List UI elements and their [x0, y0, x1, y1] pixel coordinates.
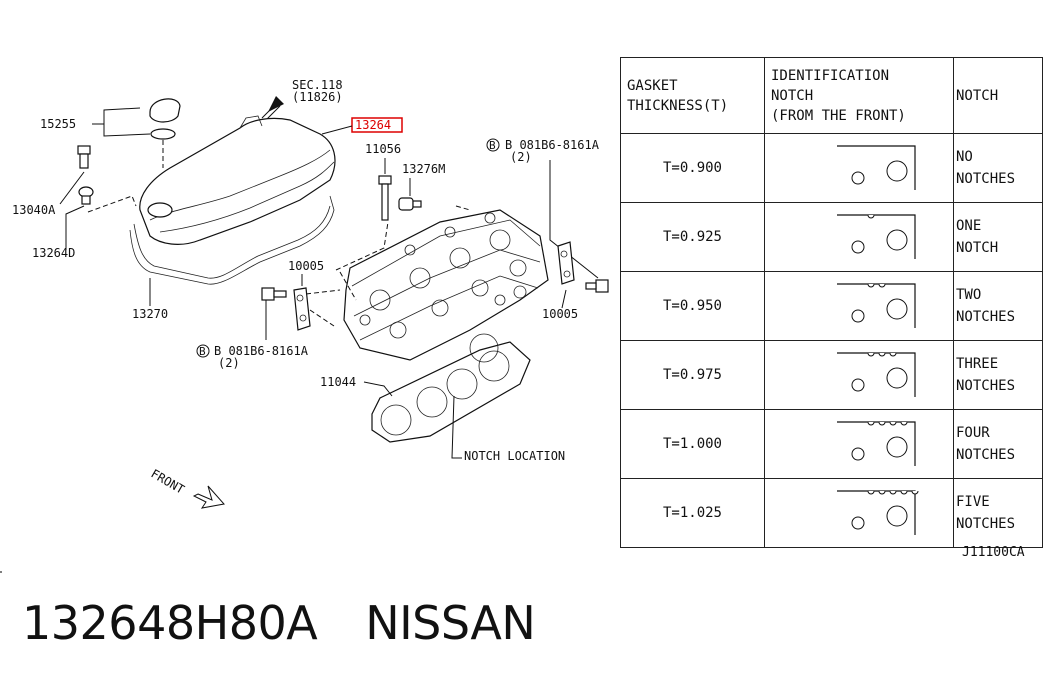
notch-mark [867, 352, 875, 357]
sec-label: SEC.118 [292, 78, 343, 92]
brand: NISSAN [365, 596, 536, 650]
notch-illustration-cell [764, 478, 954, 548]
head-gasket-icon [371, 333, 531, 443]
svg-text:B 081B6-8161A: B 081B6-8161A [214, 344, 309, 358]
thickness-cell: T=1.000 [620, 409, 765, 479]
cover-gasket-outline [129, 195, 335, 285]
notch-illustration-cell [764, 202, 954, 272]
svg-text:(2): (2) [510, 150, 532, 164]
notch-mark [878, 421, 886, 426]
notch-mark [911, 490, 919, 495]
bracket-left-icon [293, 287, 311, 331]
table-header-row: GASKET THICKNESS(T) IDENTIFICATION NOTCH… [620, 57, 1043, 134]
oil-filler-cap-icon [149, 98, 181, 140]
bolt-icon [77, 145, 91, 169]
notch-mark [878, 490, 886, 495]
notch-illustration-cell [764, 409, 954, 479]
notch-location-label: NOTCH LOCATION [464, 449, 565, 463]
front-arrow-icon [192, 485, 225, 509]
svg-text:B: B [199, 345, 206, 358]
notch-mark [889, 421, 897, 426]
notch-mark [867, 214, 875, 219]
label-13276m: 13276M [402, 162, 445, 176]
thickness-cell: T=0.900 [620, 133, 765, 203]
notch-illustration-cell [764, 340, 954, 410]
svg-text:B: B [489, 139, 496, 152]
notch-mark [900, 490, 908, 495]
gasket-notch-icon [837, 352, 916, 397]
gasket-notch-icon [837, 283, 916, 328]
bracket-right-icon [557, 241, 575, 285]
thickness-cell: T=0.975 [620, 340, 765, 410]
bolt-callout-right: B B 081B6-8161A (2) [486, 138, 600, 164]
notch-mark [867, 283, 875, 288]
bolt-left-icon [261, 287, 287, 301]
notch-mark [878, 283, 886, 288]
cylinder-head-icon [343, 209, 549, 361]
highlight-box [351, 117, 403, 133]
notch-illustration-cell [764, 133, 954, 203]
sec-sub-label: (11826) [292, 90, 343, 104]
bolt-right-icon [585, 279, 609, 293]
gasket-notch-icon [837, 490, 919, 535]
gasket-notch-icon [837, 421, 916, 466]
gasket-notch-icon [837, 214, 916, 259]
gasket-notch-icon [837, 145, 916, 190]
thickness-cell: T=0.950 [620, 271, 765, 341]
label-11044: 11044 [320, 375, 356, 389]
notch-mark [878, 352, 886, 357]
footer: 132648H80A NISSAN [22, 596, 583, 650]
reference-code: J11100CA [962, 545, 1025, 560]
label-10005-left: 10005 [288, 259, 324, 273]
thickness-cell: T=0.925 [620, 202, 765, 272]
bolt-callout-left: B B 081B6-8161A (2) [196, 344, 309, 370]
header-identification: IDENTIFICATION NOTCH (FROM THE FRONT) [764, 57, 954, 134]
notch-mark [889, 490, 897, 495]
label-10005-right: 10005 [542, 307, 578, 321]
notch-mark [867, 490, 875, 495]
header-notch: NOTCH [953, 57, 1043, 134]
label-13040a: 13040A [12, 203, 56, 217]
notch-mark [867, 421, 875, 426]
label-13264-highlight: 13264 [355, 118, 391, 132]
thickness-cell: T=1.025 [620, 478, 765, 548]
svg-text:B 081B6-8161A: B 081B6-8161A [505, 138, 600, 152]
label-13270: 13270 [132, 307, 168, 321]
label-13264d: 13264D [32, 246, 75, 260]
part-number: 132648H80A [22, 596, 318, 650]
label-15255: 15255 [40, 117, 76, 131]
plug-icon [398, 197, 422, 211]
grommet-icon [78, 186, 94, 205]
stud-bolt-icon [378, 175, 392, 221]
breather-arrow-icon [261, 96, 284, 121]
notch-illustration-cell [764, 271, 954, 341]
header-thickness: GASKET THICKNESS(T) [620, 57, 765, 134]
rocker-cover-icon [139, 115, 336, 245]
gasket-thickness-table: GASKET THICKNESS(T) IDENTIFICATION NOTCH… [620, 57, 1043, 548]
label-11056: 11056 [365, 142, 401, 156]
front-label: FRONT [149, 466, 187, 496]
notch-mark [900, 421, 908, 426]
notch-mark [889, 352, 897, 357]
svg-text:(2): (2) [218, 356, 240, 370]
